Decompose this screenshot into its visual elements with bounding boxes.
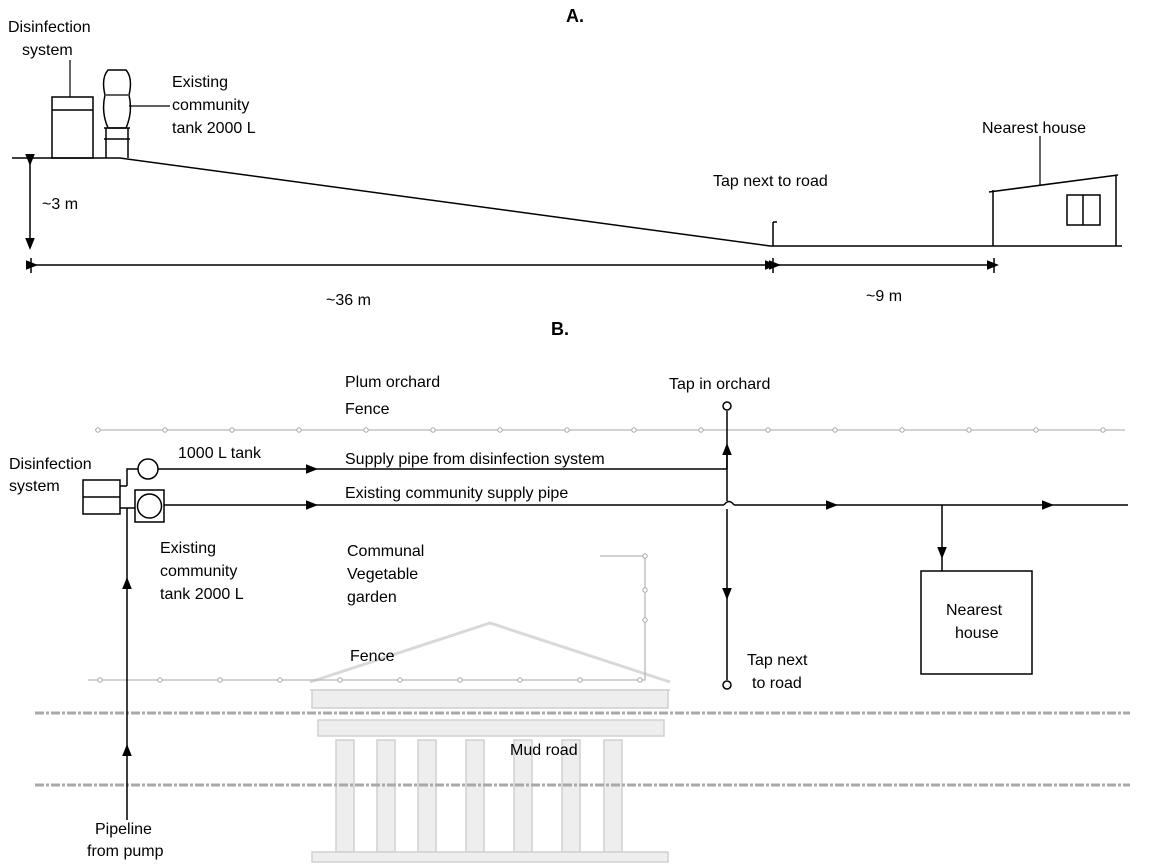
garden-label-2: Vegetable [347,566,418,583]
panel-a-title: A. [566,6,584,26]
panel-b-title: B. [551,319,569,339]
b-disinfection-label-2: system [9,478,60,495]
ground-profile [12,157,1122,247]
pipeline-label-1: Pipeline [95,821,152,838]
fence-top-label: Fence [345,401,390,418]
tap-road-label-1: Tap next [747,652,808,669]
distance-9-label: ~9 m [866,288,902,305]
plum-orchard-label: Plum orchard [345,374,440,391]
house-plan-icon [920,570,1033,675]
fence-bottom-label: Fence [350,648,395,665]
tank-label-1: Existing [172,74,228,91]
tap-orchard-icon [722,401,732,411]
house-label-2: house [955,625,999,642]
disinfection-system-plan [82,479,127,515]
distance-dimension [26,258,999,273]
panel-b: B. [9,319,1130,863]
fence-garden [88,553,648,683]
disinfection-label-2: system [22,42,73,59]
b-tank-label-3: tank 2000 L [160,586,244,603]
tap-road-label-2: to road [752,675,802,692]
house-icon [988,136,1119,246]
disinfection-label-1: Disinfection [8,19,91,36]
community-pipe-label: Existing community supply pipe [345,485,568,502]
tap-road-plan-icon [722,680,732,690]
distance-36-label: ~36 m [326,292,371,309]
watermark-building-icon [309,621,671,863]
tank-label-2: community [172,97,249,114]
tank-1000-label: 1000 L tank [178,445,262,462]
tank-label-3: tank 2000 L [172,120,256,137]
tank-2000-icon [134,489,165,523]
community-supply-pipe [127,500,1128,510]
b-tank-label-2: community [160,563,237,580]
tap-orchard-label: Tap in orchard [669,376,770,393]
tank-1000-icon [137,458,159,480]
garden-label-1: Communal [347,543,424,560]
mud-road-label: Mud road [510,742,578,759]
panel-a: A. Disinfection system Existing communit… [8,6,1122,309]
tap-road-label: Tap next to road [713,173,828,190]
nearest-house-label: Nearest house [982,120,1086,137]
supply-pipe-label: Supply pipe from disinfection system [345,451,605,468]
community-tank-icon [102,69,170,158]
height-label: ~3 m [42,196,78,213]
disinfection-system-box [51,60,94,159]
b-tank-label-1: Existing [160,540,216,557]
supply-pipe [126,464,727,486]
fence-top [95,427,1125,433]
tap-road-icon [772,221,777,246]
pipeline-label-2: from pump [87,843,164,860]
garden-label-3: garden [347,589,397,606]
house-label-1: Nearest [946,602,1003,619]
b-disinfection-label-1: Disinfection [9,456,92,473]
